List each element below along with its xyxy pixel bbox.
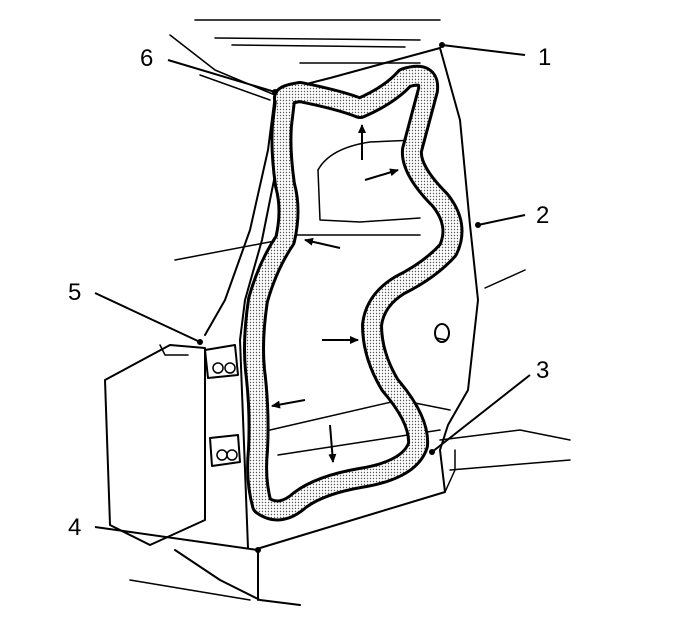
arrow-bottom (328, 424, 337, 463)
leader-lines (94, 44, 531, 551)
callout-6: 6 (140, 45, 153, 72)
arrow-upper-right (364, 168, 399, 181)
arrow-lower-left (271, 399, 306, 409)
roof-lines (169, 19, 441, 101)
upper-hinge (204, 344, 239, 379)
callout-3: 3 (536, 357, 549, 384)
callout-2: 2 (536, 202, 549, 229)
callout-1: 1 (538, 44, 551, 71)
lower-hinge (209, 434, 241, 467)
leader-dots (197, 42, 481, 553)
door-frame (239, 47, 526, 549)
callout-4: 4 (68, 514, 81, 541)
callout-5: 5 (68, 279, 81, 306)
arrow-upper-left (304, 237, 341, 249)
weatherstrip-seal (243, 64, 464, 522)
striker (434, 323, 450, 343)
lower-body (104, 344, 571, 606)
installation-arrows (271, 124, 399, 463)
